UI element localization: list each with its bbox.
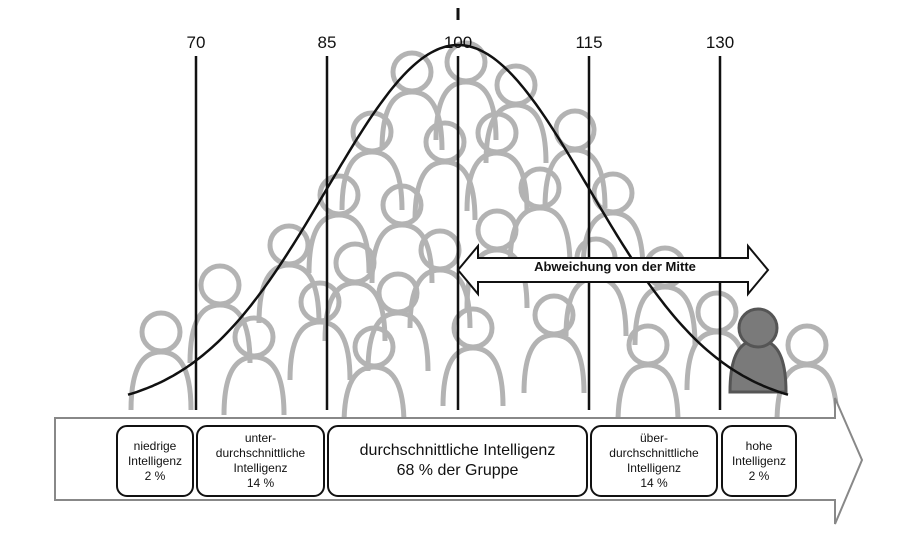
category-label: Intelligenz bbox=[233, 461, 288, 475]
category-label: durchschnittliche Intelligenz bbox=[359, 442, 556, 459]
category-percent: 14 % bbox=[246, 476, 275, 490]
category-average: durchschnittliche Intelligenz 68 % der G… bbox=[327, 425, 588, 497]
person-icon bbox=[507, 166, 573, 267]
category-percent: 68 % der Gruppe bbox=[396, 462, 519, 479]
person-icon bbox=[221, 315, 287, 416]
person-icon bbox=[483, 63, 549, 164]
person-icon bbox=[563, 236, 629, 337]
category-label: hohe bbox=[745, 438, 773, 453]
deviation-label: Abweichung von der Mitte bbox=[534, 259, 696, 274]
person-icon bbox=[339, 110, 405, 211]
category-label: Intelligenz bbox=[731, 453, 787, 468]
person-icon bbox=[306, 173, 372, 274]
category-label: durchschnittliche bbox=[609, 446, 699, 460]
category-label: unter- bbox=[244, 431, 277, 445]
category-percent: 2 % bbox=[748, 468, 770, 483]
person-icon bbox=[369, 183, 435, 284]
person-icon bbox=[412, 120, 478, 221]
category-percent: 2 % bbox=[144, 468, 166, 483]
person-icon bbox=[521, 293, 587, 394]
category-label: niedrige bbox=[133, 438, 177, 453]
tick-85: 85 bbox=[318, 33, 337, 52]
iq-gridlines bbox=[194, 56, 722, 410]
tick-100: 100 bbox=[444, 33, 472, 52]
crowd bbox=[128, 40, 840, 426]
category-label: Intelligenz bbox=[626, 461, 682, 475]
person-icon bbox=[341, 325, 407, 426]
person-icon bbox=[128, 310, 194, 411]
deviation-arrow bbox=[456, 243, 770, 297]
bell-curve bbox=[127, 43, 789, 396]
tick-115: 115 bbox=[575, 33, 602, 52]
tick-70: 70 bbox=[187, 33, 206, 52]
highlighted-person-icon bbox=[728, 307, 788, 394]
person-icon bbox=[433, 40, 499, 141]
category-low: niedrige Intelligenz 2 % bbox=[116, 425, 194, 497]
category-label: über- bbox=[639, 431, 668, 445]
category-percent: 14 % bbox=[640, 476, 668, 490]
person-icon bbox=[365, 271, 431, 372]
category-high: hohe Intelligenz 2 % bbox=[721, 425, 797, 497]
category-label: durchschnittliche bbox=[215, 446, 306, 460]
category-above-average: über- durchschnittliche Intelligenz 14 % bbox=[590, 425, 718, 497]
category-label: Intelligenz bbox=[127, 453, 183, 468]
person-icon bbox=[440, 306, 506, 407]
category-below-average: unter- durchschnittliche Intelligenz 14 … bbox=[196, 425, 325, 497]
person-icon bbox=[287, 280, 353, 381]
person-icon bbox=[187, 263, 253, 364]
person-icon bbox=[615, 323, 681, 424]
tick-130: 130 bbox=[706, 33, 734, 52]
